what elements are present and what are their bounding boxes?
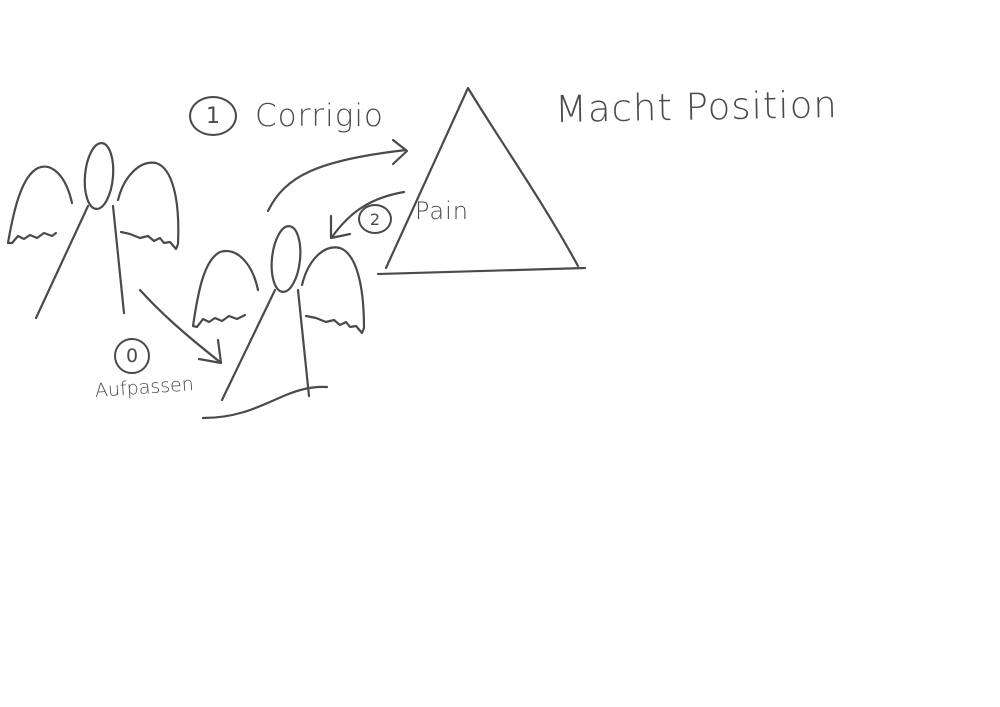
middle-angel-head [270, 225, 302, 293]
arrow-pain [329, 190, 406, 240]
left-angel-right-wing [116, 161, 180, 251]
left-angel-left-wing [6, 165, 74, 245]
middle-angel-right-wing [300, 246, 366, 335]
middle-angel-left-wing [191, 249, 260, 329]
step-1-label: Corrigio [255, 98, 384, 134]
step-2-label: Pain [415, 197, 469, 225]
step-2-number: 2 [369, 209, 381, 229]
left-angel-body-left [34, 204, 90, 320]
title-macht-position: Macht Position [554, 83, 839, 131]
step-0-circle: 0 [114, 338, 150, 374]
left-angel-figure [6, 142, 180, 320]
step-2-circle: 2 [358, 204, 392, 234]
step-1-number: 1 [206, 103, 220, 129]
underline-stroke [201, 385, 329, 420]
middle-angel-body-left [220, 288, 277, 402]
middle-angel-figure [191, 225, 366, 420]
left-angel-head [83, 142, 115, 210]
step-0-number: 0 [125, 345, 139, 367]
left-angel-body-right [111, 204, 126, 315]
arrow-corrigio [266, 138, 409, 213]
middle-angel-body-right [296, 288, 311, 398]
arrow-to-middle-figure [138, 288, 223, 365]
power-triangle [376, 86, 587, 276]
step-1-circle: 1 [189, 96, 237, 136]
